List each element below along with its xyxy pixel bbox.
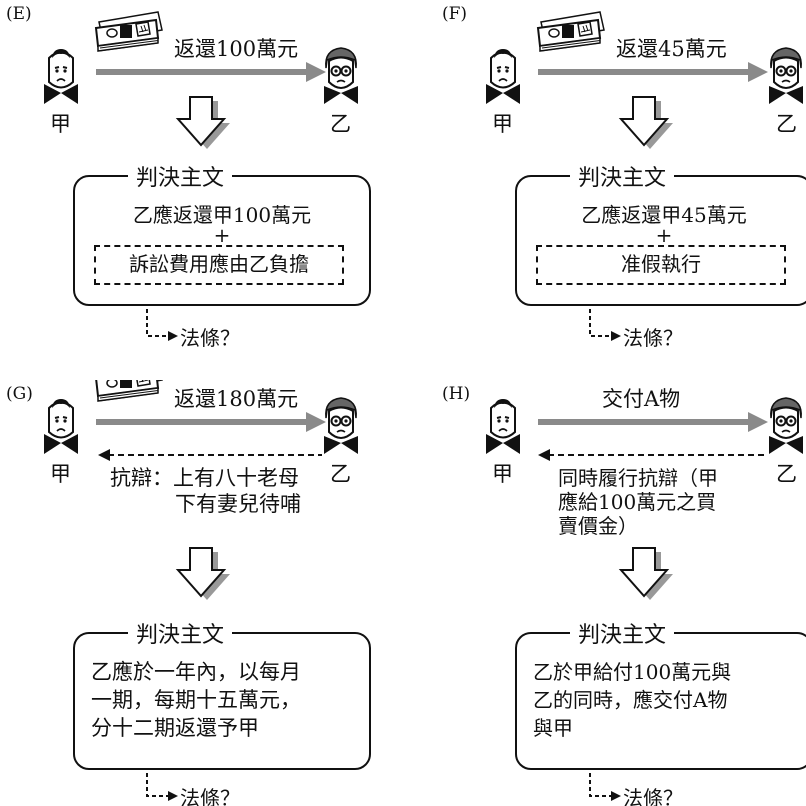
transfer-label: 交付A物 xyxy=(602,387,681,411)
down-arrow-icon xyxy=(620,547,674,601)
arrowhead-icon xyxy=(748,62,768,82)
person-yi: 乙 xyxy=(330,112,351,136)
down-arrow-icon xyxy=(177,547,231,601)
money-stack-icon xyxy=(95,380,163,402)
money-label: 返還100萬元 xyxy=(174,37,299,61)
judgment-title: 判決主文 xyxy=(570,160,675,192)
person-jia: 甲 xyxy=(492,462,513,486)
dashed-box: 准假執行 xyxy=(536,245,786,285)
person-jia: 甲 xyxy=(50,112,71,136)
law-connector xyxy=(589,302,611,337)
yi-figure-icon xyxy=(768,397,804,455)
panel-label: (G) xyxy=(6,384,33,404)
defense-arrowhead-icon xyxy=(98,449,110,461)
law-reference: 法條？ xyxy=(623,786,683,806)
money-label: 返還180萬元 xyxy=(174,387,299,411)
defense-line-3: 賣價金） xyxy=(558,514,638,538)
defense-arrowhead-icon xyxy=(538,449,550,461)
law-arrowhead-icon xyxy=(611,331,621,341)
panel-g-graphics xyxy=(43,380,359,801)
panel-label: (H) xyxy=(442,384,471,404)
judgment-box: 乙於甲給付100萬元與 乙的同時，應交付A物 與甲 xyxy=(515,632,806,770)
panel-f: (F) 返還45萬元 甲 乙 乙應返還甲45萬元 + 准假執行 判決主文 法條？ xyxy=(440,0,806,400)
judgment-box: 乙應返還甲45萬元 + 准假執行 xyxy=(515,175,806,306)
money-stack-icon xyxy=(95,11,163,52)
dashed-box: 訴訟費用應由乙負擔 xyxy=(94,245,344,285)
person-yi: 乙 xyxy=(330,462,351,486)
main-line-3: 與甲 xyxy=(533,716,573,740)
judgment-box: 乙應於一年內，以每月 一期，每期十五萬元， 分十二期返還予甲 xyxy=(73,632,371,770)
judgment-title: 判決主文 xyxy=(128,617,233,649)
main-line-1: 乙於甲給付100萬元與 xyxy=(533,660,732,684)
panel-h: (H) 交付A物 甲 乙 同時履行抗辯（甲 應給100萬元之買 賣價金） 乙於甲… xyxy=(440,380,806,806)
law-arrowhead-icon xyxy=(168,791,178,801)
jia-figure-icon xyxy=(43,398,79,455)
panel-e-graphics xyxy=(43,11,359,341)
plus-sign: + xyxy=(213,223,231,247)
defense-line-1: 抗辯：上有八十老母 xyxy=(110,466,299,490)
panel-label: (F) xyxy=(442,4,468,24)
law-connector xyxy=(146,302,168,337)
panel-g: (G) 返還180萬元 甲 乙 抗辯：上有八十老母 下有妻兒待哺 乙應於一年內，… xyxy=(0,380,400,806)
law-connector xyxy=(589,766,611,797)
yi-figure-icon xyxy=(768,47,804,105)
law-arrowhead-icon xyxy=(611,791,621,801)
defense-line-1: 同時履行抗辯（甲 xyxy=(558,466,718,490)
down-arrow-icon xyxy=(177,96,231,150)
panel-e: (E) 返還100萬元 甲 乙 乙應返還甲100萬元 + 訴訟費用應由乙負擔 判… xyxy=(0,0,400,400)
arrowhead-icon xyxy=(748,412,768,432)
judgment-title: 判決主文 xyxy=(570,617,675,649)
person-jia: 甲 xyxy=(492,112,513,136)
judgment-title: 判決主文 xyxy=(128,160,233,192)
main-line-1: 乙應返還甲100萬元 xyxy=(132,203,312,227)
panel-label: (E) xyxy=(6,4,32,24)
yi-figure-icon xyxy=(323,397,359,455)
down-arrow-icon xyxy=(620,96,674,150)
law-reference: 法條？ xyxy=(180,326,240,350)
person-yi: 乙 xyxy=(776,462,797,486)
law-reference: 法條？ xyxy=(180,786,240,806)
main-line-1: 乙應返還甲45萬元 xyxy=(581,203,747,227)
defense-line-2: 下有妻兒待哺 xyxy=(175,492,301,516)
arrowhead-icon xyxy=(306,62,326,82)
judgment-box: 乙應返還甲100萬元 + 訴訟費用應由乙負擔 xyxy=(73,175,371,306)
person-jia: 甲 xyxy=(50,462,71,486)
money-stack-icon xyxy=(537,11,605,52)
law-reference: 法條？ xyxy=(623,326,683,350)
plus-sign: + xyxy=(655,223,673,247)
main-line-2: 乙的同時，應交付A物 xyxy=(533,688,728,712)
defense-line-2: 應給100萬元之買 xyxy=(558,490,717,514)
jia-figure-icon xyxy=(43,48,79,105)
money-label: 返還45萬元 xyxy=(616,37,727,61)
panel-f-graphics xyxy=(485,11,804,341)
main-line-3: 分十二期返還予甲 xyxy=(91,716,259,740)
jia-figure-icon xyxy=(485,48,521,105)
main-line-1: 乙應於一年內，以每月 xyxy=(91,660,301,684)
law-connector xyxy=(146,766,168,797)
person-yi: 乙 xyxy=(776,112,797,136)
panel-h-graphics xyxy=(485,397,804,801)
law-arrowhead-icon xyxy=(168,331,178,341)
main-line-2: 一期，每期十五萬元， xyxy=(91,688,301,712)
arrowhead-icon xyxy=(306,412,326,432)
jia-figure-icon xyxy=(485,398,521,455)
yi-figure-icon xyxy=(323,47,359,105)
